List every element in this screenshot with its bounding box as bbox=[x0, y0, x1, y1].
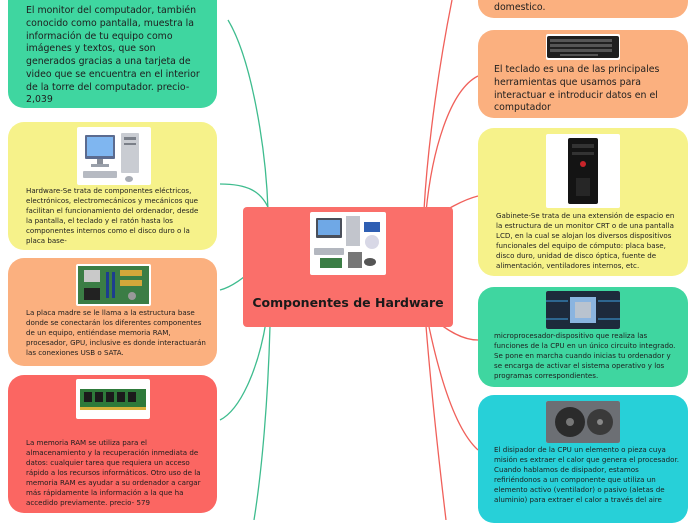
node-cabinet[interactable]: Gabinete-Se trata de una extensión de es… bbox=[478, 128, 688, 276]
node-keyboard[interactable]: El teclado es una de las principales her… bbox=[478, 30, 688, 118]
node-keyboard-text: El teclado es una de las principales her… bbox=[494, 64, 660, 114]
link-keyboard bbox=[425, 75, 479, 213]
computer-peripherals-icon bbox=[310, 212, 386, 275]
node-top-partial-text: domestico. bbox=[494, 2, 546, 13]
link-top-right bbox=[423, 0, 453, 211]
node-heatsink-text: El disipador de la CPU un elemento o pie… bbox=[494, 445, 680, 505]
center-title: Componentes de Hardware bbox=[252, 295, 444, 310]
link-ram bbox=[219, 321, 267, 421]
heatsink-icon bbox=[546, 401, 620, 443]
node-ram-text: La memoria RAM se utiliza para el almace… bbox=[26, 438, 201, 508]
node-monitor[interactable]: El monitor del computador, también conoc… bbox=[8, 0, 217, 108]
node-motherboard[interactable]: La placa madre se le llama a la estructu… bbox=[8, 258, 217, 366]
node-monitor-text: El monitor del computador, también conoc… bbox=[26, 5, 200, 106]
motherboard-icon bbox=[76, 264, 151, 306]
node-top-partial[interactable]: domestico. bbox=[478, 0, 688, 18]
node-heatsink[interactable]: El disipador de la CPU un elemento o pie… bbox=[478, 395, 688, 523]
node-hardware[interactable]: Hardware-Se trata de componentes eléctri… bbox=[8, 122, 217, 250]
node-hardware-text: Hardware-Se trata de componentes eléctri… bbox=[26, 186, 199, 246]
node-ram[interactable]: La memoria RAM se utiliza para el almace… bbox=[8, 375, 217, 513]
link-bottom-right bbox=[425, 325, 447, 520]
node-motherboard-text: La placa madre se le llama a la estructu… bbox=[26, 308, 206, 358]
link-monitor bbox=[227, 19, 269, 211]
node-cpu-text: microprocesador-dispositivo que realiza … bbox=[494, 331, 676, 381]
cpu-chip-icon bbox=[546, 291, 620, 329]
keyboard-icon bbox=[546, 34, 620, 60]
link-heatsink bbox=[427, 321, 479, 451]
node-cabinet-text: Gabinete-Se trata de una extensión de es… bbox=[496, 211, 675, 271]
link-bottom-left bbox=[253, 325, 271, 520]
ram-module-icon bbox=[76, 379, 150, 419]
link-hardware bbox=[219, 183, 271, 213]
center-node[interactable]: Componentes de Hardware bbox=[243, 207, 453, 327]
desktop-computer-icon bbox=[77, 127, 151, 185]
node-cpu[interactable]: microprocesador-dispositivo que realiza … bbox=[478, 287, 688, 387]
pc-tower-icon bbox=[546, 134, 620, 208]
